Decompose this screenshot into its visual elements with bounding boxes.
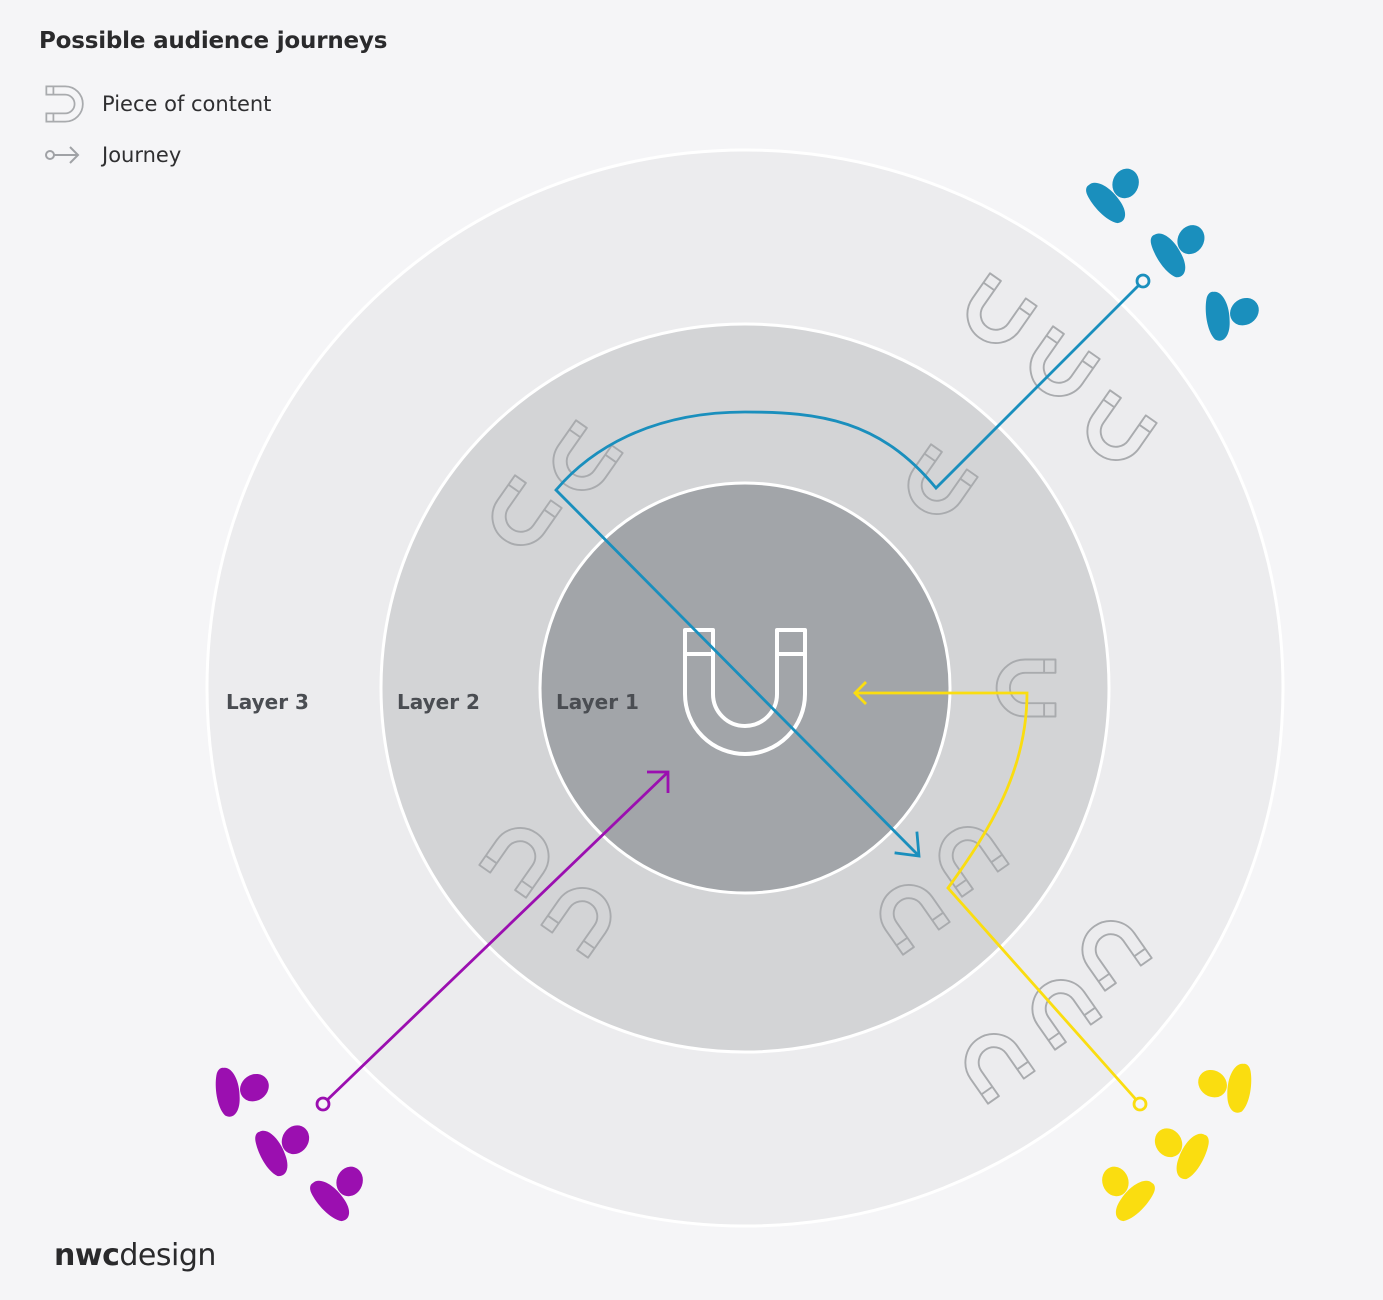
journey-yellow <box>853 681 1148 1112</box>
person-icon <box>1149 1110 1221 1184</box>
brand-regular: design <box>119 1238 216 1273</box>
journey-purple <box>315 770 670 1112</box>
journey-blue <box>554 273 1151 858</box>
person-icon <box>1191 274 1265 346</box>
journey-arrow-icon <box>40 135 88 175</box>
audience-yellow <box>1098 1046 1266 1224</box>
layer-1-ring <box>538 481 952 895</box>
legend-label-journey: Journey <box>102 143 182 167</box>
legend-label-content: Piece of content <box>102 92 272 116</box>
layer-2-label: Layer 2 <box>397 690 480 714</box>
person-icon <box>243 1107 315 1181</box>
brand-logo: nwcdesign <box>54 1238 216 1273</box>
legend-item-journey: Journey <box>40 135 181 175</box>
magnet-icon <box>40 84 88 124</box>
person-icon <box>1098 1155 1163 1224</box>
legend-item-content: Piece of content <box>40 84 271 124</box>
person-icon <box>1192 1046 1266 1118</box>
person-icon <box>1078 157 1143 226</box>
person-icon <box>201 1050 275 1122</box>
person-icon <box>302 1155 367 1224</box>
person-icon <box>1140 208 1210 281</box>
layer-3-label: Layer 3 <box>226 690 309 714</box>
page-title: Possible audience journeys <box>39 28 388 54</box>
audience-purple <box>201 1050 367 1224</box>
brand-bold: nwc <box>54 1238 120 1273</box>
layer-1-label: Layer 1 <box>556 690 639 714</box>
